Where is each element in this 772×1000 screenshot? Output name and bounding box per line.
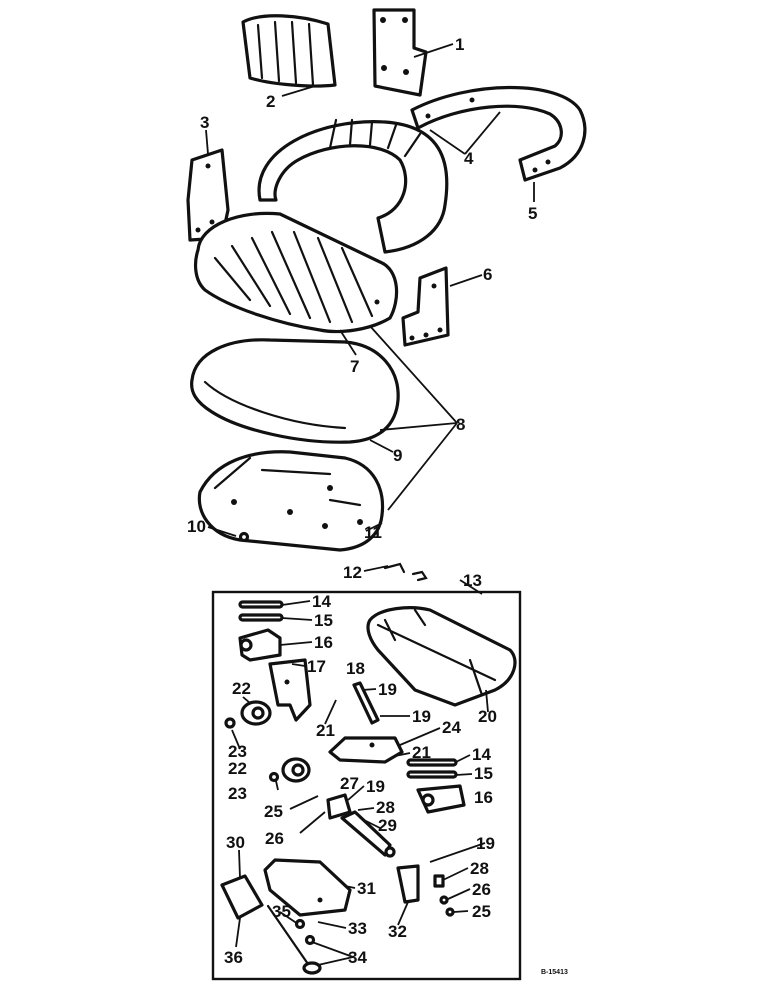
callout-7: 7 <box>350 357 359 376</box>
callout-28a: 28 <box>376 798 395 817</box>
callout-31: 31 <box>357 879 376 898</box>
callout-15b: 15 <box>474 764 493 783</box>
callout-15: 15 <box>314 611 333 630</box>
callout-19d: 19 <box>476 834 495 853</box>
callout-14b: 14 <box>472 745 491 764</box>
callout-19c: 19 <box>366 777 385 796</box>
bracket-part <box>372 8 428 97</box>
callout-1: 1 <box>455 35 464 54</box>
callout-10: 10 <box>187 517 206 536</box>
callout-20: 20 <box>478 707 497 726</box>
suspension-group-frame <box>211 590 522 981</box>
back-band-part <box>410 85 587 182</box>
seat-pan-part <box>197 450 385 552</box>
mount-plate-part <box>268 658 312 722</box>
callout-24: 24 <box>442 718 461 737</box>
foam-pad-part <box>190 338 400 444</box>
callout-14: 14 <box>312 592 331 611</box>
lever-bracket-part <box>220 874 264 920</box>
callout-4: 4 <box>464 149 474 168</box>
backrest-cushion-part <box>241 14 337 88</box>
callout-32: 32 <box>388 922 407 941</box>
callout-26a: 26 <box>265 829 284 848</box>
callout-26b: 26 <box>472 880 491 899</box>
callout-25a: 25 <box>264 802 283 821</box>
back-cushion-part <box>257 118 449 254</box>
small-hardware-parts <box>238 531 428 582</box>
callout-16: 16 <box>314 633 333 652</box>
cross-bracket-part <box>328 736 404 764</box>
callout-8: 8 <box>456 415 465 434</box>
callout-29: 29 <box>378 816 397 835</box>
callout-2: 2 <box>266 92 275 111</box>
callout-22b: 22 <box>228 759 247 778</box>
callout-23a: 23 <box>228 742 247 761</box>
callout-18: 18 <box>346 659 365 678</box>
callout-9: 9 <box>393 446 402 465</box>
callout-16b: 16 <box>474 788 493 807</box>
link-part <box>352 681 380 725</box>
clip-part <box>396 864 420 904</box>
callout-3: 3 <box>200 113 209 132</box>
leader-lines <box>205 43 535 966</box>
callout-33: 33 <box>348 919 367 938</box>
callout-6: 6 <box>483 265 492 284</box>
callout-13: 13 <box>463 571 482 590</box>
drawing-code: B-15413 <box>541 969 568 976</box>
callout-22a: 22 <box>232 679 251 698</box>
roller-upper-part <box>240 700 272 726</box>
seat-cushion-part <box>193 211 399 334</box>
callout-25b: 25 <box>472 902 491 921</box>
callout-5: 5 <box>528 204 537 223</box>
callout-labels: 1 2 3 4 5 6 7 8 9 10 11 12 13 14 15 16 1… <box>187 35 568 976</box>
bushing-bracket-upper-part <box>238 628 282 662</box>
callout-21a: 21 <box>316 721 335 740</box>
suspension-frame-part <box>366 606 517 707</box>
callout-35: 35 <box>272 902 291 921</box>
callout-30: 30 <box>226 833 245 852</box>
callout-11: 11 <box>364 523 382 542</box>
callout-34: 34 <box>348 948 367 967</box>
small-fasteners-part <box>224 717 455 917</box>
callout-21b: 21 <box>412 743 431 762</box>
arm-part <box>326 793 352 820</box>
right-bracket-part <box>401 266 450 347</box>
rods-lower-part <box>406 758 458 779</box>
callout-19a: 19 <box>378 680 397 699</box>
callout-19b: 19 <box>412 707 431 726</box>
callout-27: 27 <box>340 774 359 793</box>
callout-23b: 23 <box>228 784 247 803</box>
callout-12: 12 <box>343 563 362 582</box>
rods-upper-part <box>238 600 284 622</box>
shock-absorber-part <box>340 810 396 858</box>
roller-lower-part <box>281 757 311 783</box>
callout-36: 36 <box>224 948 243 967</box>
callout-28b: 28 <box>470 859 489 878</box>
callout-17: 17 <box>307 657 326 676</box>
bushing-bracket-lower-part <box>416 784 466 814</box>
base-plate-part <box>263 858 352 917</box>
